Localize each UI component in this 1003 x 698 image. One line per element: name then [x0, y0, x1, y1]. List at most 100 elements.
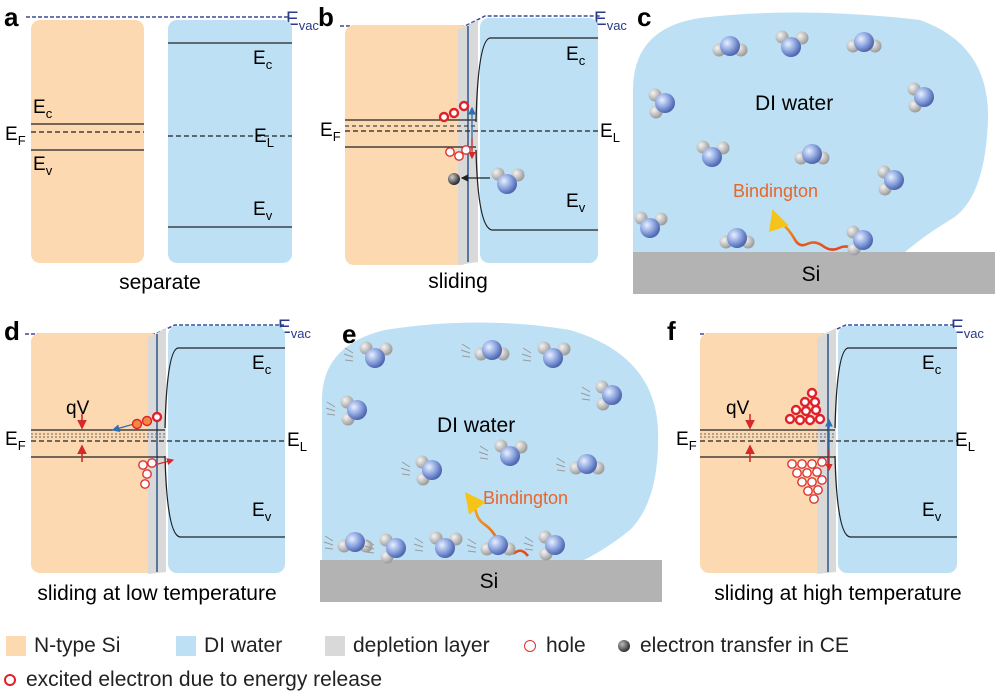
ev-label: Ev — [252, 500, 272, 524]
ev-right-label: Ev — [253, 199, 273, 223]
legend-hole: hole — [524, 634, 586, 658]
legend-water: DI water — [176, 634, 282, 658]
ec-label: Ec — [252, 353, 272, 377]
substrate-label: Si — [480, 570, 499, 593]
legend-excited-label: excited electron due to energy release — [26, 668, 383, 691]
water-droplet — [322, 322, 659, 562]
evac-label: Evac — [594, 9, 627, 33]
panel-a-caption: separate — [119, 271, 201, 294]
n-type-si-block — [700, 333, 830, 573]
excited-electron — [448, 107, 460, 119]
ec-label: Ec — [922, 353, 942, 377]
n-type-si-block — [345, 25, 470, 265]
energy-wave — [464, 491, 530, 557]
el-label: EL — [287, 430, 307, 454]
panel-f: f Evac qV Ec EF EL Ev — [667, 316, 984, 605]
el-label: EL — [955, 430, 975, 454]
conduction-band — [834, 347, 957, 429]
excited-electron — [458, 100, 470, 112]
hole — [454, 151, 464, 161]
panel-c-letter: c — [637, 2, 651, 32]
hole — [445, 147, 455, 157]
hole-arrow — [157, 458, 175, 466]
panel-b-caption: sliding — [428, 270, 488, 293]
panel-f-caption: sliding at high temperature — [714, 582, 961, 605]
di-water-block — [168, 326, 285, 573]
hole — [461, 145, 471, 155]
valence-band — [164, 455, 285, 538]
ev-left-label: Ev — [33, 154, 53, 178]
relax-arrow — [111, 423, 135, 432]
water-label: DI water — [755, 92, 833, 115]
di-water-block — [480, 18, 598, 263]
qv-label: qV — [726, 398, 750, 419]
ef-label: EF — [320, 120, 341, 144]
ev-label: Ev — [922, 500, 942, 524]
di-water-block — [838, 326, 957, 573]
excited-electron — [141, 415, 153, 427]
depletion-layer — [817, 328, 836, 574]
water-swatch — [176, 636, 196, 656]
legend-water-label: DI water — [204, 634, 283, 657]
legend-depletion: depletion layer — [325, 634, 490, 658]
n-type-si-block — [31, 20, 144, 263]
depletion-swatch — [325, 636, 345, 656]
legend-ntype: N-type Si — [6, 634, 120, 658]
panel-f-letter: f — [667, 316, 676, 346]
legend-depletion-label: depletion layer — [353, 634, 490, 657]
ec-right-label: Ec — [253, 48, 273, 72]
bindington-label: Bindington — [733, 181, 818, 201]
transferred-electron — [448, 173, 460, 185]
energy-wave — [769, 209, 856, 252]
panel-e: e Si DI water Bindington — [320, 319, 662, 602]
conduction-band — [475, 37, 598, 123]
electron-icon — [618, 640, 630, 652]
panel-a: a Evac Ec EF Ev Ec EL Ev separate — [4, 2, 319, 294]
valence-band — [475, 149, 598, 231]
water-label: DI water — [437, 414, 515, 437]
panel-a-letter: a — [4, 2, 19, 32]
evac-label: Evac — [278, 317, 311, 341]
excited-electron — [131, 418, 143, 430]
legend-hole-label: hole — [546, 634, 586, 657]
legend-excited: excited electron due to energy release — [4, 668, 382, 692]
panel-d: d Evac qV Ec EF EL Ev sliding at low tem… — [4, 316, 311, 605]
water-droplet — [633, 12, 989, 254]
panel-d-letter: d — [4, 316, 20, 346]
ef-label: EF — [5, 429, 26, 453]
hole — [142, 469, 152, 479]
hole — [147, 458, 157, 468]
ef-label: EF — [5, 124, 26, 148]
panel-e-letter: e — [342, 319, 356, 349]
ec-label: Ec — [566, 44, 586, 68]
si-substrate — [633, 252, 995, 294]
figure-canvas: a Evac Ec EF Ev Ec EL Ev separate b Evac… — [4, 2, 995, 605]
panel-d-caption: sliding at low temperature — [37, 582, 276, 605]
bindington-label: Bindington — [483, 488, 568, 508]
hole — [138, 460, 148, 470]
excited-electron — [438, 111, 450, 123]
n-type-si-block — [31, 333, 159, 573]
panel-c: c Si DI water Bindington — [633, 2, 995, 294]
substrate-label: Si — [802, 263, 821, 286]
di-water-block — [168, 20, 292, 263]
panel-b-letter: b — [318, 2, 334, 32]
el-label: EL — [600, 121, 620, 145]
legend-ntype-label: N-type Si — [34, 634, 121, 657]
hole-icon — [524, 640, 536, 652]
panel-b: b Evac Ec EF EL Ev sliding — [318, 2, 627, 293]
excited-electron-icon — [4, 674, 16, 686]
legend-transfer-label: electron transfer in CE — [640, 634, 849, 657]
legend: N-type Si DI water depletion layer hole … — [0, 630, 1003, 698]
hole — [140, 479, 150, 489]
ef-label: EF — [676, 429, 697, 453]
ec-left-label: Ec — [33, 97, 53, 121]
ev-label: Ev — [566, 191, 586, 215]
conduction-band — [164, 347, 285, 429]
legend-transfer: electron transfer in CE — [618, 634, 849, 658]
si-substrate — [320, 560, 662, 602]
qv-label: qV — [66, 398, 90, 419]
excited-electron — [151, 411, 163, 423]
ntype-swatch — [6, 636, 26, 656]
el-label: EL — [254, 126, 274, 150]
